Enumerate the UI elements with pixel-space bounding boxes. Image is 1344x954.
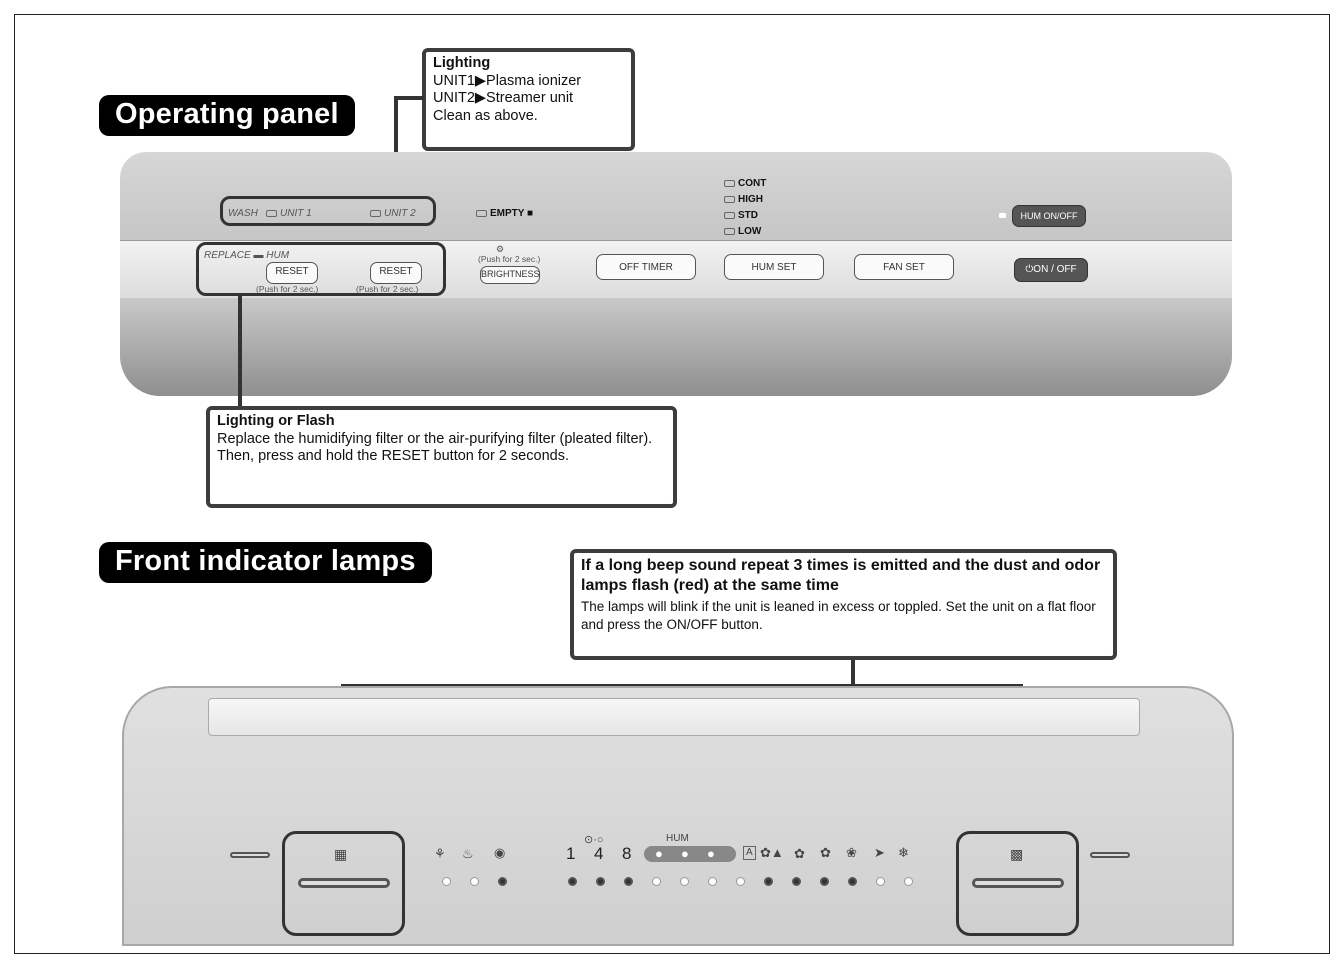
push-2sec-note: (Push for 2 sec.) [256,284,319,294]
high-lamp-label: HIGH [724,194,763,205]
timer-1h: 1 [566,844,576,863]
section-title-operating-panel: Operating panel [99,95,355,136]
callout-flash-title: Lighting or Flash [217,413,335,429]
fan-low-icon: ✿ [820,845,831,860]
cont-lamp [724,179,735,187]
indicator-dot [498,877,507,886]
unit1-lamp-label: UNIT 1 [266,208,312,219]
std-lamp-label: STD [724,210,758,221]
auto-mode-icon: A [743,846,756,860]
indicator-dot [876,877,885,886]
indicator-dot [792,877,801,886]
fan-quiet-icon: ✿ [794,846,805,861]
odor-lamp-highlight [956,831,1079,936]
odor-sensor-icon: ▩ [1010,846,1024,862]
indicator-dot [820,877,829,886]
replace-reset-highlight [196,242,446,296]
callout-lighting-line-2: UNIT2▶Streamer unit [433,90,574,106]
right-light-slot [1090,852,1130,858]
wash-label: WASH [228,208,258,219]
callout-lighting-line-1: UNIT1▶Plasma ionizer [433,72,582,89]
high-lamp [724,195,735,203]
indicator-dot [680,877,689,886]
operating-panel-body [120,298,1232,396]
hum-label: HUM [666,833,689,844]
indicator-dot [596,877,605,886]
droplet-icon: ● [655,846,663,861]
front-unit-top-window [208,698,1140,736]
hum-set-button[interactable]: HUM SET [724,254,824,280]
leader-line [238,296,242,406]
callout-beep-warning: If a long beep sound repeat 3 times is e… [570,549,1117,660]
unit-lamps-highlight [220,196,436,226]
section-title-front-indicator-lamps: Front indicator lamps [99,542,432,583]
leader-line [394,96,424,100]
timer-8h: 8 [622,844,632,863]
pollen-icon: ➤ [874,845,885,860]
callout-lighting-or-flash: Lighting or Flash Replace the humidifyin… [206,406,677,508]
moisture-icon: ❄ [898,845,909,860]
callout-lighting-line-3: Clean as above. [433,107,538,124]
brightness-button[interactable]: BRIGHTNESS [480,266,540,284]
callout-lighting: Lighting UNIT1▶Plasma ionizer UNIT2▶Stre… [422,48,635,151]
callout-flash-text: Replace the humidifying filter or the ai… [217,430,653,465]
leader-line [394,96,398,200]
off-timer-button[interactable]: OFF TIMER [596,254,696,280]
std-lamp [724,211,735,219]
droplet-icon: ♨ [462,846,474,861]
indicator-dot [904,877,913,886]
fan-turbo-icon: ✿▲ [760,845,784,860]
hum-onoff-button[interactable]: HUM ON/OFF [1012,205,1086,227]
timer-icon: ⊙·○ [584,834,604,846]
indicator-dot [848,877,857,886]
on-off-button[interactable]: ⏻ON / OFF [1014,258,1088,282]
indicator-dot [736,877,745,886]
key-icon: ⚙ [496,244,505,254]
indicator-dot [568,877,577,886]
cont-lamp-label: CONT [724,178,766,189]
reset-hum-button[interactable]: RESET [266,262,318,284]
key-icon: ⚘ [434,846,446,861]
unit1-lamp [266,209,277,217]
replace-label: REPLACE ▬ HUM [204,250,290,261]
eye-icon: ◉ [494,845,506,860]
push-2sec-note: (Push for 2 sec.) [356,284,419,294]
callout-beep-title: If a long beep sound repeat 3 times is e… [581,557,1101,594]
humidity-level-bar [644,846,736,862]
low-lamp [724,227,735,235]
callout-lighting-title: Lighting [433,55,491,71]
indicator-dot [764,877,773,886]
empty-lamp [476,209,487,217]
odor-lamp-slot [972,878,1064,888]
left-light-slot [230,852,270,858]
indicator-dot [470,877,479,886]
callout-beep-text: The lamps will blink if the unit is lean… [581,599,1096,632]
timer-4h: 4 [594,844,604,863]
dust-lamp-slot [298,878,390,888]
low-lamp-label: LOW [724,226,761,237]
unit2-lamp [370,209,381,217]
indicator-dot [442,877,451,886]
hum-onoff-lamp [999,213,1006,218]
dust-sensor-icon: ▦ [334,846,348,862]
unit2-lamp-label: UNIT 2 [370,208,416,219]
indicator-dot [652,877,661,886]
droplet-icon: ● [681,846,689,861]
push-2sec-note: (Push for 2 sec.) [478,254,541,264]
fan-set-button[interactable]: FAN SET [854,254,954,280]
droplet-icon: ● [707,846,715,861]
empty-lamp-label: EMPTY ■ [476,208,533,219]
dust-lamp-highlight [282,831,405,936]
indicator-dot [624,877,633,886]
indicator-dot [708,877,717,886]
leader-line [851,660,855,687]
reset-filter-button[interactable]: RESET [370,262,422,284]
fan-high-icon: ❀ [846,845,857,860]
